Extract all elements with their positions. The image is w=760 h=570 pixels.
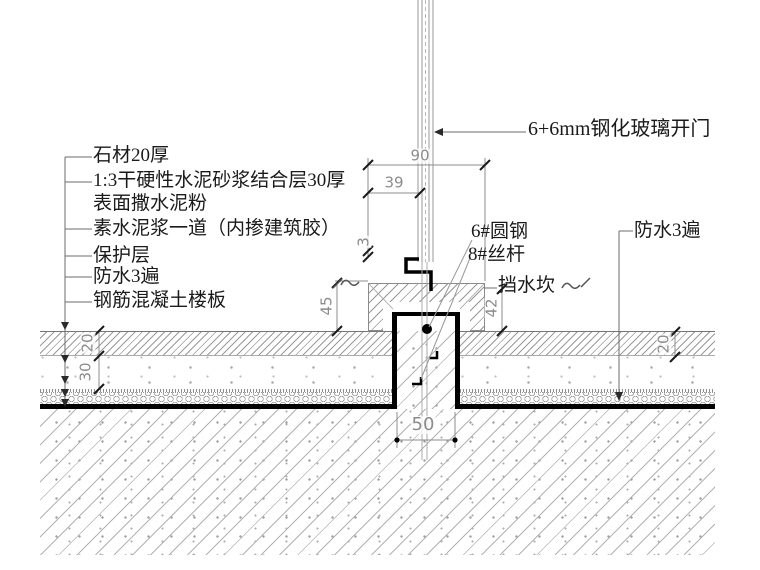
dim-stone-right: 20 [654, 333, 673, 355]
dim-edge-to-glass: 39 [383, 173, 405, 192]
dim-channel-width: 50 [410, 414, 436, 435]
dim-stone-left: 20 [78, 332, 97, 354]
concrete-slab [40, 409, 715, 555]
channel-steel-left-leg [392, 312, 397, 409]
cement-slurry-left [40, 389, 392, 392]
waterproof-layer-left [40, 404, 392, 409]
callout-slurry: 素水泥浆一道（内掺建筑胶） [93, 218, 341, 239]
callout-mortar-bed: 1:3干硬性水泥砂浆结合层30厚 [93, 170, 346, 191]
glass-pane-lines [417, 0, 434, 262]
cement-slurry-right [460, 389, 715, 392]
protection-layer-right [460, 392, 715, 404]
waterproof-layer-right [460, 404, 715, 409]
callout-protection: 保护层 [93, 245, 151, 266]
callout-stone: 石材20厚 [93, 145, 170, 166]
channel-steel-right-leg [455, 312, 460, 409]
dim-bed-left: 30 [76, 361, 95, 383]
callout-water-curb: 挡水坎 [498, 275, 556, 296]
dim-track-zone-width: 90 [409, 146, 431, 165]
callout-waterproof-left: 防水3遍 [93, 266, 160, 287]
callout-cement-dust: 表面撒水泥粉 [93, 193, 208, 214]
callout-glass-door: 6+6mm钢化玻璃开门 [528, 118, 711, 140]
protection-layer-left [40, 392, 392, 404]
channel-steel-top [392, 312, 460, 316]
dim-curb-height-right: 42 [482, 297, 501, 319]
stone-layer-right [460, 331, 715, 356]
callout-rc-slab: 钢筋混凝土楼板 [93, 290, 227, 311]
dim-curb-height-left: 45 [317, 295, 336, 317]
callout-waterproof-right: 防水3遍 [634, 220, 701, 241]
callout-round-steel: 6#圆钢 [471, 221, 529, 242]
callout-threaded-rod: 8#丝杆 [468, 244, 526, 265]
dim-gap: 3 [354, 236, 373, 248]
mortar-bed-right [460, 356, 715, 389]
